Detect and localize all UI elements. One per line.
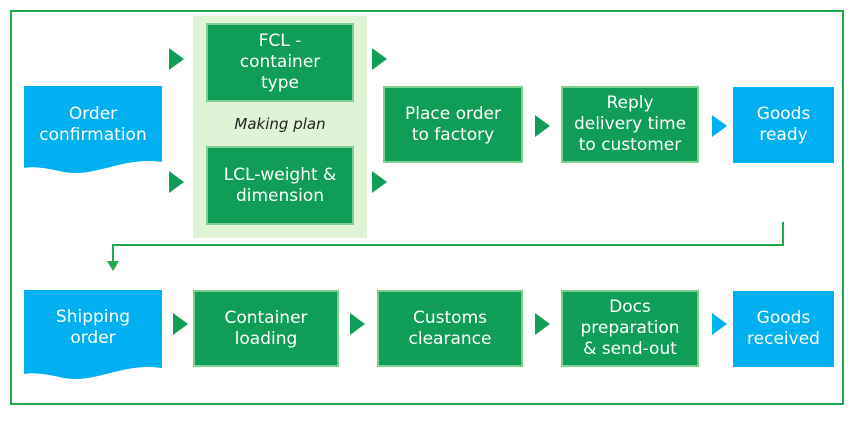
place-order-node: Place order to factory xyxy=(383,86,523,163)
order-confirmation-node: Order confirmation xyxy=(24,86,162,176)
document-shape xyxy=(24,290,162,380)
arrow-to-lcl xyxy=(169,171,184,193)
arrow-to-customs-clearance xyxy=(350,313,365,335)
arrow-to-goods-ready xyxy=(712,115,727,137)
lcl-weight-dimension-node: LCL-weight & dimension xyxy=(206,146,354,225)
document-shape xyxy=(24,86,162,174)
arrow-fcl-to-place-order xyxy=(372,48,387,70)
goods-received-node: Goods received xyxy=(733,291,834,367)
shipping-order-label: Shipping order xyxy=(55,307,131,348)
arrow-to-fcl xyxy=(169,48,184,70)
reply-delivery-node: Reply delivery time to customer xyxy=(561,86,699,163)
order-confirmation-label: Order confirmation xyxy=(39,104,147,145)
arrow-to-container-loading xyxy=(173,313,188,335)
arrow-to-docs-preparation xyxy=(535,313,550,335)
diagram-frame xyxy=(10,10,844,405)
customs-clearance-node: Customs clearance xyxy=(377,290,523,367)
arrow-to-goods-received xyxy=(712,313,727,335)
making-plan-caption: Making plan xyxy=(234,115,326,133)
docs-preparation-node: Docs preparation & send-out xyxy=(561,290,699,367)
fcl-container-type-node: FCL - container type xyxy=(206,23,354,102)
container-loading-node: Container loading xyxy=(193,290,339,367)
arrow-lcl-to-place-order xyxy=(372,171,387,193)
arrow-to-reply-delivery xyxy=(535,115,550,137)
goods-ready-node: Goods ready xyxy=(733,87,834,163)
shipping-order-node: Shipping order xyxy=(24,290,162,382)
